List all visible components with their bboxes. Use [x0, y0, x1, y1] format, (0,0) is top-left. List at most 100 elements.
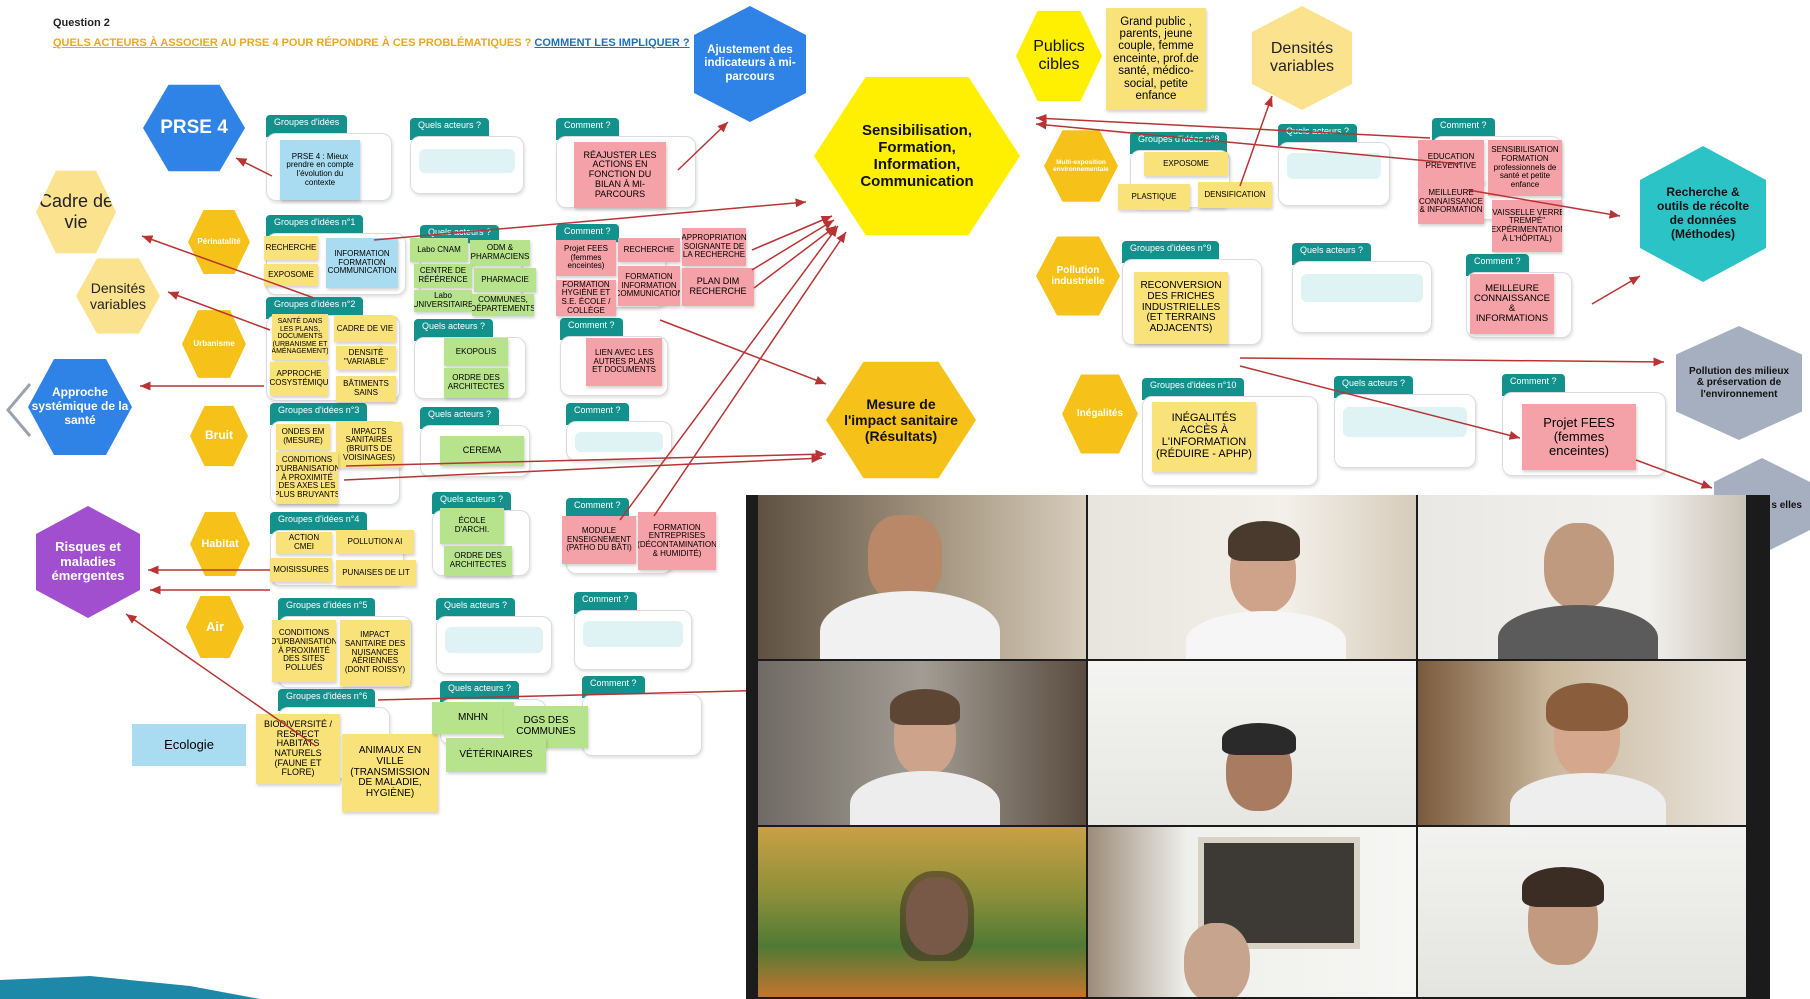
sticky-note[interactable]: EKOPOLIS: [444, 338, 508, 366]
quels-tab: Quels acteurs ?: [1292, 243, 1372, 265]
sticky-note[interactable]: MODULE ENSEIGNEMENT (Patho du bâti): [562, 516, 636, 564]
sticky-note[interactable]: VÉTÉRINAIRES: [446, 738, 546, 772]
sticky-note[interactable]: ODM & PHARMACIENS: [470, 240, 530, 266]
sticky-note[interactable]: LIEN AVEC LES AUTRES PLANS et DOCUMENTS: [586, 338, 662, 386]
sticky-note[interactable]: ANIMAUX EN VILLE (transmission de maladi…: [342, 734, 438, 812]
sticky-note[interactable]: DENSIFICATION: [1198, 182, 1272, 208]
participant-hair: [890, 689, 960, 725]
sticky-note[interactable]: RECHERCHE: [618, 238, 680, 262]
empty-slot: [583, 621, 683, 647]
sticky-note[interactable]: CEREMA: [440, 436, 524, 466]
sticky-note[interactable]: SENSIBILISATION FORMATION professionnels…: [1488, 140, 1562, 196]
sticky-note[interactable]: EDUCATION PRÉVENTIVE: [1418, 140, 1484, 184]
comment-card-6: Comment ?: [582, 676, 702, 756]
participant-tile-9[interactable]: [1418, 827, 1748, 999]
participant-hair: [1228, 521, 1300, 561]
participant-shirt: [1498, 605, 1658, 659]
group4-tab: Groupes d'idées n°4: [270, 512, 368, 534]
sticky-note[interactable]: "VAISSELLE VERRE TREMPÉ" (expérimentatio…: [1492, 200, 1562, 252]
sticky-note-grand-public[interactable]: Grand public , parents, jeune couple, fe…: [1106, 8, 1206, 110]
sticky-note[interactable]: PRSE 4 : Mieux prendre en compte l'évolu…: [280, 140, 360, 200]
quels-card-5: Quels acteurs ?: [436, 598, 552, 674]
hex-urbanisme: Urbanisme: [182, 310, 246, 378]
sticky-note[interactable]: DGS des COMMUNES: [504, 706, 588, 748]
sticky-note[interactable]: CONDITIONS D'URBANISATION à proximité de…: [276, 452, 338, 504]
sticky-note[interactable]: CADRE DE VIE: [334, 316, 396, 342]
comment-tab: Comment ?: [566, 498, 629, 520]
participant-tile-1[interactable]: [758, 495, 1088, 661]
group2-tab: Groupes d'idées n°2: [266, 297, 364, 319]
comment-tab: Comment ?: [1432, 118, 1495, 140]
participant-tile-3[interactable]: [1418, 495, 1748, 661]
sticky-note[interactable]: INÉGALITÉS ACCÈS à l'INFORMATION (Réduir…: [1152, 402, 1256, 472]
card-body: [436, 616, 552, 674]
sticky-note[interactable]: APPROPRIATION SOIGNANTE DE LA RECHERCHE: [682, 228, 746, 266]
sticky-note[interactable]: IMPACTS SANITAIRES (bruits de voisinages…: [336, 422, 402, 468]
ecologie-label[interactable]: Ecologie: [132, 724, 246, 766]
participant-tile-2[interactable]: [1088, 495, 1418, 661]
participant-tile-8[interactable]: [1088, 827, 1418, 999]
comment-tab: Comment ?: [556, 118, 619, 140]
sticky-note[interactable]: SANTÉ DANS LES PLANS, DOCUMENTS (urbanis…: [272, 314, 328, 360]
participant-head: [1184, 923, 1250, 997]
comment-tab: Comment ?: [566, 403, 629, 425]
sticky-note[interactable]: MNHN: [432, 702, 514, 734]
sticky-note[interactable]: FORMATION INFORMATION COMMUNICATION: [618, 266, 680, 306]
sticky-note[interactable]: Projet FEES (femmes enceintes): [556, 240, 616, 276]
sticky-note[interactable]: BIODIVERSITÉ / RESPECT HABITATS NATURELS…: [256, 714, 340, 784]
sticky-note[interactable]: ÉCOLE D'ARCHI.: [440, 508, 504, 544]
card-body: [582, 694, 702, 756]
sticky-note[interactable]: FORMATION HYGIÈNE et S.E. ÉCOLE / COLLÈG…: [556, 280, 616, 316]
sticky-note[interactable]: ACTION CMEI: [276, 532, 332, 554]
chevron-left-icon[interactable]: [4, 382, 34, 438]
sticky-note[interactable]: APPROCHE ÉCOSYSTÉMIQUE: [270, 362, 328, 396]
comment-card-3: Comment ?: [566, 403, 672, 461]
sticky-note[interactable]: EXPOSOME: [1144, 152, 1228, 176]
sticky-note[interactable]: Meilleure CONNAISSANCE & INFORMATION: [1418, 180, 1484, 224]
sticky-note[interactable]: ONDES EM (mesure): [276, 424, 330, 450]
sticky-note[interactable]: Réajuster les actions en fonction du bil…: [574, 142, 666, 208]
sticky-note[interactable]: ORDRE des ARCHITECTES: [444, 368, 508, 398]
empty-slot: [1343, 407, 1467, 437]
participant-tile-5[interactable]: [1088, 661, 1418, 827]
sticky-note[interactable]: PUNAISES DE LIT: [336, 560, 416, 586]
participant-tile-7[interactable]: [758, 827, 1088, 999]
card-body: [1334, 394, 1476, 468]
sticky-note[interactable]: FORMATION ENTREPRISES (décontamination &…: [638, 512, 716, 570]
sticky-note[interactable]: BÂTIMENTS SAINS: [336, 376, 396, 402]
sticky-note[interactable]: POLLUTION AI: [336, 530, 414, 554]
sticky-note[interactable]: PLAN DIM RECHERCHE: [682, 268, 754, 306]
hex-ajustement: Ajustement des indicateurs à mi-parcours: [694, 6, 806, 122]
sticky-note[interactable]: INFORMATION FORMATION COMMUNICATION: [326, 238, 398, 288]
sticky-note[interactable]: CENTRE DE RÉFÉRENCE: [414, 264, 472, 288]
sticky-note[interactable]: Projet FEES (femmes enceintes): [1522, 404, 1636, 470]
sticky-note[interactable]: CONDITIONS D'URBANISATION à proximité de…: [272, 620, 336, 682]
sticky-note[interactable]: MOISISSURES: [270, 558, 332, 582]
sticky-note[interactable]: RECHERCHE: [264, 236, 318, 260]
sticky-note[interactable]: IMPACT SANITAIRE des NUISANCES AÉRIENNES…: [340, 620, 410, 686]
hex-approche-systemique: Approche systémique de la santé: [28, 359, 132, 455]
card-body: [574, 610, 692, 670]
group8-tab: Groupes d'idées n°8: [1130, 132, 1228, 154]
sticky-note[interactable]: PLASTIQUE: [1118, 184, 1190, 210]
sticky-note[interactable]: DENSITÉ "VARIABLE": [336, 346, 396, 370]
participant-shirt: [1186, 611, 1346, 659]
sticky-note[interactable]: RECONVERSION des FRICHES INDUSTRIELLES (…: [1134, 272, 1228, 344]
video-call-grid: [746, 495, 1770, 999]
sticky-note[interactable]: Labo UNIVERSITAIRE: [414, 290, 472, 312]
sticky-note[interactable]: PHARMACIE: [474, 268, 536, 292]
sticky-note[interactable]: COMMUNES, DÉPARTEMENTS: [472, 294, 534, 316]
quels-card-9: Quels acteurs ?: [1292, 243, 1432, 333]
participant-tile-6[interactable]: [1418, 661, 1748, 827]
group5-tab: Groupes d'idées n°5: [278, 598, 376, 620]
sticky-note[interactable]: Meilleure CONNAISSANCE & INFORMATIONS: [1470, 274, 1554, 334]
empty-slot: [1301, 274, 1423, 302]
quels-tab: Quels acteurs ?: [414, 319, 494, 341]
question-part3: COMMENT LES IMPLIQUER ?: [534, 37, 690, 49]
sticky-note[interactable]: EXPOSOME: [264, 264, 318, 286]
sticky-note[interactable]: ORDRE des ARCHITECTES: [444, 546, 512, 576]
question-part1: QUELS ACTEURS À ASSOCIER: [53, 37, 218, 49]
participant-tile-4[interactable]: [758, 661, 1088, 827]
sticky-note[interactable]: Labo CNAM: [410, 238, 468, 262]
comment-tab: Comment ?: [1502, 374, 1565, 396]
